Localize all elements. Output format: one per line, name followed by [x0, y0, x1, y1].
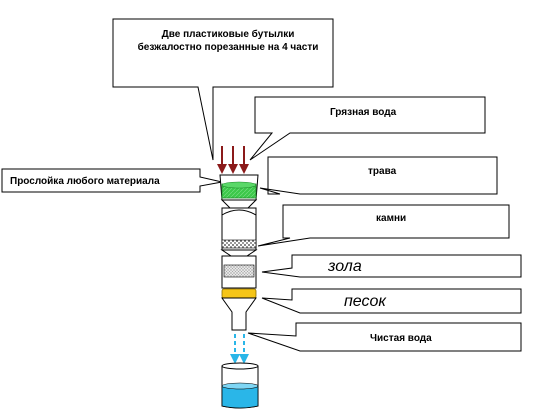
drip-arrows: [230, 334, 249, 364]
callout-clean-water: [247, 322, 522, 352]
dirty-water-arrows: [217, 146, 249, 174]
label-clean-water: Чистая вода: [370, 333, 432, 344]
callout-sand: [261, 288, 522, 314]
label-layer-material: Прослойка любого материала: [10, 176, 160, 187]
callout-dirty-water: [249, 96, 486, 161]
filter-bottle-stack: [219, 174, 259, 331]
label-stones: камни: [376, 213, 407, 224]
label-dirty-water: Грязная вода: [330, 107, 397, 118]
sand-layer: [221, 288, 257, 299]
ash-layer: [223, 264, 255, 278]
collecting-glass: [221, 362, 259, 409]
stones-layer: [221, 239, 257, 249]
callout-ash: [261, 254, 522, 278]
label-sand: песок: [344, 293, 386, 310]
label-ash: зола: [328, 258, 362, 275]
clean-water-fill: [221, 385, 259, 409]
label-grass: трава: [368, 166, 397, 177]
callout-layer-material: [1, 168, 223, 193]
callout-stones: [257, 204, 510, 247]
callout-bottles: [112, 18, 334, 161]
callout-grass: [259, 156, 498, 195]
label-bottles: Две пластиковые бутылки безжалостно поре…: [137, 29, 319, 53]
